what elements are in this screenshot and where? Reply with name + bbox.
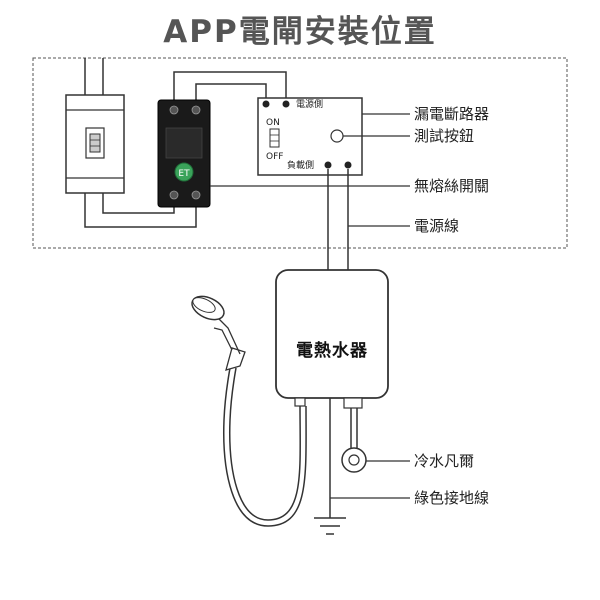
svg-text:ET: ET [178,169,190,179]
cold-water-valve-label: 冷水凡爾 [414,452,474,470]
test-button [330,129,344,143]
ground-symbol [314,398,346,535]
app-power-button [174,162,194,182]
shower-head-icon [191,295,246,371]
shower-hose [223,367,307,527]
leakage-breaker-label: 漏電斷路器 [414,105,489,123]
cold-water-valve [341,408,367,473]
load-side-label: 負載側 [287,159,314,171]
ground-wire-label: 綠色接地線 [414,489,489,507]
power-line-label: 電源線 [414,217,459,235]
test-button-label: 測試按鈕 [414,127,474,145]
no-fuse-switch-label: 無熔絲開關 [414,177,489,195]
water-heater-label: 電熱水器 [296,340,368,361]
panel-enclosure [32,57,568,249]
page-title: APP電閘安裝位置 [163,14,437,50]
on-label: ON [266,118,280,128]
leakage-circuit-breaker: 電源側 ON OFF 負載側 [257,97,363,176]
main-panel-breaker [65,94,125,194]
off-label: OFF [266,152,283,162]
water-heater: 電熱水器 [275,269,389,409]
source-side-label: 電源側 [296,98,323,110]
app-smart-breaker: ET [157,99,211,208]
